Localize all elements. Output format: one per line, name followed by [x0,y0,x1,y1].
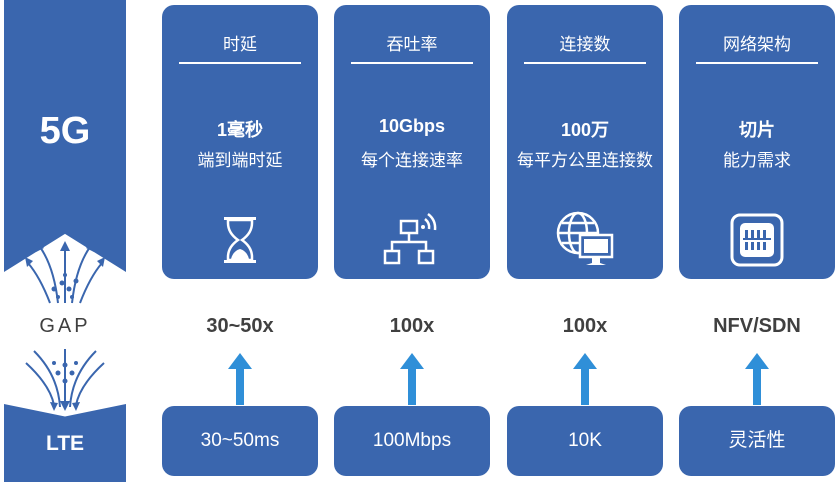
column-connections: 连接数 100万 每平方公里连接数 100x 10K [507,0,663,482]
gap-value: NFV/SDN [713,315,801,337]
card-title: 连接数 [559,35,611,54]
converging-arrows-icon [25,349,105,411]
lte-value-card: 100Mbps [334,406,490,476]
up-arrow-icon [400,353,424,405]
up-arrow-icon [573,353,597,405]
metric-card: 连接数 100万 每平方公里连接数 [507,5,663,279]
column-latency: 时延 1毫秒 端到端时延 30~50x 30~50ms [162,0,318,482]
card-title: 时延 [223,35,257,54]
lte-value-card: 10K [507,406,663,476]
card-value: 切片 [739,120,775,140]
card-description: 每个连接速率 [361,151,463,170]
card-divider [351,62,473,64]
up-arrow-icon [228,353,252,405]
lte-value-card: 30~50ms [162,406,318,476]
card-value: 100万 [560,120,610,140]
chip-icon [730,213,784,267]
card-divider [696,62,818,64]
5g-band: 5G [4,0,126,272]
5g-label: 5G [39,110,91,152]
card-description: 每平方公里连接数 [517,151,653,170]
card-title: 吞吐率 [386,35,438,54]
gap-value: 100x [562,315,608,337]
card-description: 端到端时延 [197,151,283,170]
column-throughput: 吞吐率 10Gbps 每个连接速率 100x 100Mbps [334,0,490,482]
card-description: 能力需求 [723,151,791,170]
card-divider [524,62,646,64]
diverging-arrows-icon [25,241,105,304]
lte-value-card: 灵活性 [679,406,835,476]
card-title: 网络架构 [723,35,791,54]
column-architecture: 网络架构 切片 能力需求 NFV/SDN 灵活性 [679,0,835,482]
lte-label: LTE [45,432,85,455]
gap-value: 30~50x [206,315,274,337]
card-divider [179,62,301,64]
card-value: 1毫秒 [216,120,263,140]
metric-card: 吞吐率 10Gbps 每个连接速率 [334,5,490,279]
card-value: 10Gbps [378,116,446,136]
metric-card: 网络架构 切片 能力需求 [679,5,835,279]
gap-value: 100x [389,315,435,337]
hourglass-icon [224,217,256,263]
network-wifi-icon [383,213,437,265]
lte-band: LTE [4,404,126,482]
globe-monitor-icon [556,211,614,265]
metric-card: 时延 1毫秒 端到端时延 [162,5,318,279]
up-arrow-icon [745,353,769,405]
gap-label: GAP [39,315,91,337]
